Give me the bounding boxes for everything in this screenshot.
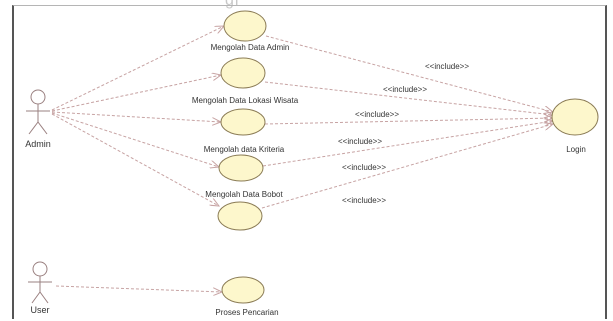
include-line-0 bbox=[265, 35, 553, 112]
include-line-3 bbox=[262, 121, 553, 167]
actor-admin-head bbox=[30, 89, 46, 105]
include-label: <<include>> bbox=[342, 163, 386, 172]
association-line-admin-mengolah-data-bobot bbox=[51, 112, 219, 167]
usecase-oval bbox=[223, 10, 267, 42]
usecase-oval-unlabeled[interactable] bbox=[217, 201, 263, 231]
usecase-oval bbox=[220, 108, 266, 136]
actor-user-label: User bbox=[30, 305, 49, 315]
actor-user-left-leg bbox=[31, 291, 41, 304]
actor-admin-right-leg bbox=[37, 121, 48, 135]
actor-user[interactable]: User bbox=[28, 261, 52, 315]
usecase-label: Mengolah data Kriteria bbox=[204, 145, 285, 154]
include-label: <<include>> bbox=[342, 196, 386, 205]
usecase-mengolah-data-bobot[interactable]: Mengolah Data Bobot bbox=[205, 154, 283, 199]
include-label: <<include>> bbox=[338, 137, 382, 146]
usecase-proses-pencarian[interactable]: Proses Pencarian bbox=[215, 276, 279, 317]
association-line-user-proses-pencarian bbox=[55, 285, 222, 292]
usecase-label: Mengolah Data Bobot bbox=[205, 190, 283, 199]
usecase-oval bbox=[218, 154, 264, 182]
actor-user-right-leg bbox=[39, 291, 49, 304]
actor-user-head bbox=[32, 261, 48, 277]
usecase-oval bbox=[221, 276, 265, 304]
actor-admin[interactable]: Admin bbox=[25, 89, 51, 149]
actor-admin-left-leg bbox=[28, 121, 39, 135]
association-line-admin-mengolah-data-lokasi-wisata bbox=[51, 75, 221, 112]
include-line-2 bbox=[264, 118, 553, 125]
actor-admin-label: Admin bbox=[25, 139, 51, 149]
include-label: <<include>> bbox=[383, 85, 427, 94]
include-label: <<include>> bbox=[425, 62, 469, 71]
include-labels-layer: <<include>> <<include>> <<include>> <<inclu… bbox=[338, 62, 469, 205]
usecase-mengolah-data-admin[interactable]: Mengolah Data Admin bbox=[211, 10, 290, 52]
association-line-admin-mengolah-data-bobot-2 bbox=[51, 113, 219, 206]
relations-layer bbox=[51, 26, 553, 292]
include-label: <<include>> bbox=[355, 110, 399, 119]
usecase-oval bbox=[551, 98, 599, 136]
usecase-label: Mengolah Data Admin bbox=[211, 43, 290, 52]
usecase-label: Mengolah Data Lokasi Wisata bbox=[192, 96, 299, 105]
usecase-label: Proses Pencarian bbox=[215, 308, 278, 317]
header-partial-text: gr bbox=[225, 0, 242, 9]
include-line-4 bbox=[261, 124, 553, 209]
usecase-label: Login bbox=[566, 145, 586, 154]
diagram-frame bbox=[12, 5, 607, 319]
association-line-admin-mengolah-data-kriteria bbox=[51, 111, 221, 122]
usecase-mengolah-data-lokasi-wisata[interactable]: Mengolah Data Lokasi Wisata bbox=[192, 57, 299, 105]
usecase-login[interactable]: Login bbox=[551, 98, 599, 154]
usecase-mengolah-data-kriteria[interactable]: Mengolah data Kriteria bbox=[204, 108, 285, 154]
include-line-1 bbox=[264, 81, 553, 115]
usecase-oval bbox=[220, 57, 266, 89]
association-line-admin-mengolah-data-admin bbox=[51, 26, 224, 111]
